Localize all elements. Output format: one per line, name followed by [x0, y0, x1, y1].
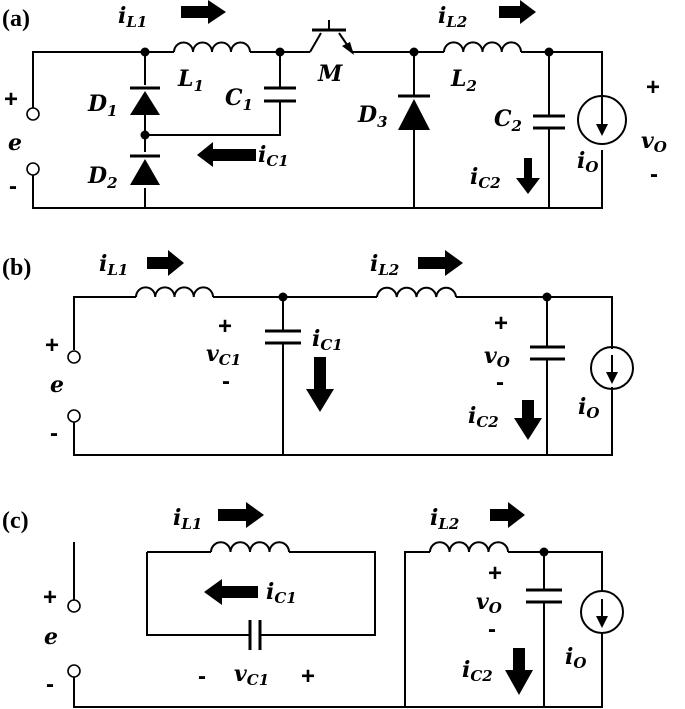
panel-a: (a): [2, 0, 667, 209]
panel-a-label-io: iO: [577, 148, 598, 176]
panel-a-arrow-il1: [181, 0, 226, 24]
panel-a-terminal-pos: [26, 107, 40, 121]
panel-b-source-plus: +: [45, 332, 59, 359]
panel-c-label-e: e: [44, 624, 58, 650]
panel-a-inductor-l1: [173, 41, 251, 53]
panel-a-terminal-neg: [26, 162, 40, 176]
panel-a-label-l1: L1: [177, 66, 204, 95]
panel-b-label-vo: vO: [484, 343, 510, 371]
panel-a-label-il1: iL1: [118, 3, 147, 31]
panel-a-label-e: e: [8, 130, 22, 156]
panel-b-source-minus: -: [50, 420, 58, 447]
panel-b-vo-minus: -: [496, 369, 504, 396]
panel-b-label-ic2: iC2: [468, 403, 499, 431]
panel-a-label-d2: D2: [87, 163, 118, 192]
panel-c-capacitor-c1: [248, 620, 262, 650]
panel-a-label-il2: iL2: [438, 3, 467, 31]
panel-c-terminal-neg: [67, 664, 81, 678]
panel-c-terminal-pos: [67, 599, 81, 613]
panel-b-label-ic1: iC1: [312, 326, 343, 354]
panel-b-label-il1: iL1: [99, 251, 128, 279]
panel-c-arrow-ic1: [204, 579, 258, 605]
panel-c-inductor-l2: [429, 541, 509, 553]
panel-a-source-plus: +: [4, 86, 18, 113]
panel-a-label-d1: D1: [87, 91, 118, 120]
panel-b-inductor-l1: [135, 286, 214, 298]
panel-c-arrow-il1: [218, 502, 264, 528]
panel-c-vc1-plus: +: [301, 663, 315, 690]
panel-b-arrow-il2: [418, 250, 463, 276]
panel-a-inductor-l2: [443, 41, 522, 53]
panel-b-tag: (b): [2, 255, 31, 281]
panel-c-label-ic1: iC1: [266, 579, 297, 607]
panel-c-vo-minus: -: [488, 616, 496, 643]
panel-a-label-ic2: iC2: [470, 164, 501, 192]
panel-c-vo-plus: +: [488, 560, 502, 587]
panel-a-transistor-m: [309, 20, 354, 55]
panel-a-arrow-ic1: [197, 142, 256, 167]
panel-b-wires: [73, 296, 613, 456]
panel-a-source-minus: -: [9, 173, 17, 200]
panel-a-label-ic1: iC1: [258, 142, 289, 170]
panel-a-label-m: M: [317, 61, 343, 87]
panel-c-label-vc1: vC1: [234, 661, 269, 689]
panel-a-arrow-il2: [499, 0, 536, 24]
panel-b-label-io: iO: [578, 394, 599, 422]
panel-c-source-minus: -: [46, 671, 54, 698]
panel-c: (c) iL1 iC1 vC1 iL2 vO iC2 iO e: [2, 502, 624, 708]
panel-c-capacitor-c2: [526, 588, 562, 604]
panel-a-label-vo: vO: [641, 128, 667, 156]
panel-b-inductor-l2: [376, 286, 457, 298]
panel-b-vc1-plus: +: [218, 313, 232, 340]
panel-a-vo-plus: +: [646, 74, 660, 101]
panel-c-vc1-minus: -: [198, 663, 206, 690]
panel-a-label-l2: L2: [450, 66, 477, 95]
panel-c-label-io: iO: [565, 644, 586, 672]
panel-b-terminal-neg: [67, 409, 81, 423]
panel-a-capacitor-c2: [533, 114, 565, 130]
panel-a-diode-d2: [130, 154, 160, 185]
panel-b-capacitor-c2: [530, 345, 565, 361]
panel-b-label-il2: iL2: [370, 251, 399, 279]
panel-c-label-il1: iL1: [173, 505, 202, 533]
panel-c-label-ic2: iC2: [462, 657, 493, 685]
panel-b: (b) iL1 iL2 vC1 iC1 vO iC2 iO: [2, 250, 634, 456]
panel-b-label-e: e: [50, 372, 64, 398]
panel-b-arrow-ic2: [514, 400, 542, 440]
panel-a-diode-d3: [398, 94, 430, 130]
panel-c-label-vo: vO: [476, 589, 502, 617]
panel-b-label-vc1: vC1: [206, 341, 241, 369]
panel-b-arrow-ic1: [306, 357, 334, 412]
panel-a-vo-minus: -: [650, 161, 658, 188]
panel-c-label-il2: iL2: [430, 505, 459, 533]
panel-a-tag: (a): [2, 6, 30, 32]
panel-b-vo-plus: +: [494, 310, 508, 337]
panel-c-wires: [73, 542, 603, 708]
panel-c-arrow-ic2: [505, 648, 533, 695]
panel-a-label-c2: C2: [494, 106, 522, 135]
panel-a-arrow-ic2: [516, 158, 540, 194]
panel-a-capacitor-c1: [264, 86, 296, 103]
panel-a-diode-d1: [130, 86, 160, 115]
panel-b-current-source: [590, 346, 634, 390]
panel-a-current-source: [577, 95, 627, 145]
panel-a-label-c1: C1: [225, 85, 253, 114]
panel-b-vc1-minus: -: [222, 368, 230, 395]
panel-b-terminal-pos: [67, 350, 81, 364]
panel-c-tag: (c): [2, 508, 29, 534]
panel-c-current-source: [580, 590, 624, 634]
panel-a-label-d3: D3: [357, 102, 388, 131]
panel-b-capacitor-c1: [265, 329, 301, 345]
panel-b-arrow-il1: [147, 250, 184, 276]
panel-c-arrow-il2: [490, 502, 525, 528]
panel-c-source-plus: +: [43, 584, 57, 611]
panel-c-inductor-l1: [210, 541, 290, 553]
